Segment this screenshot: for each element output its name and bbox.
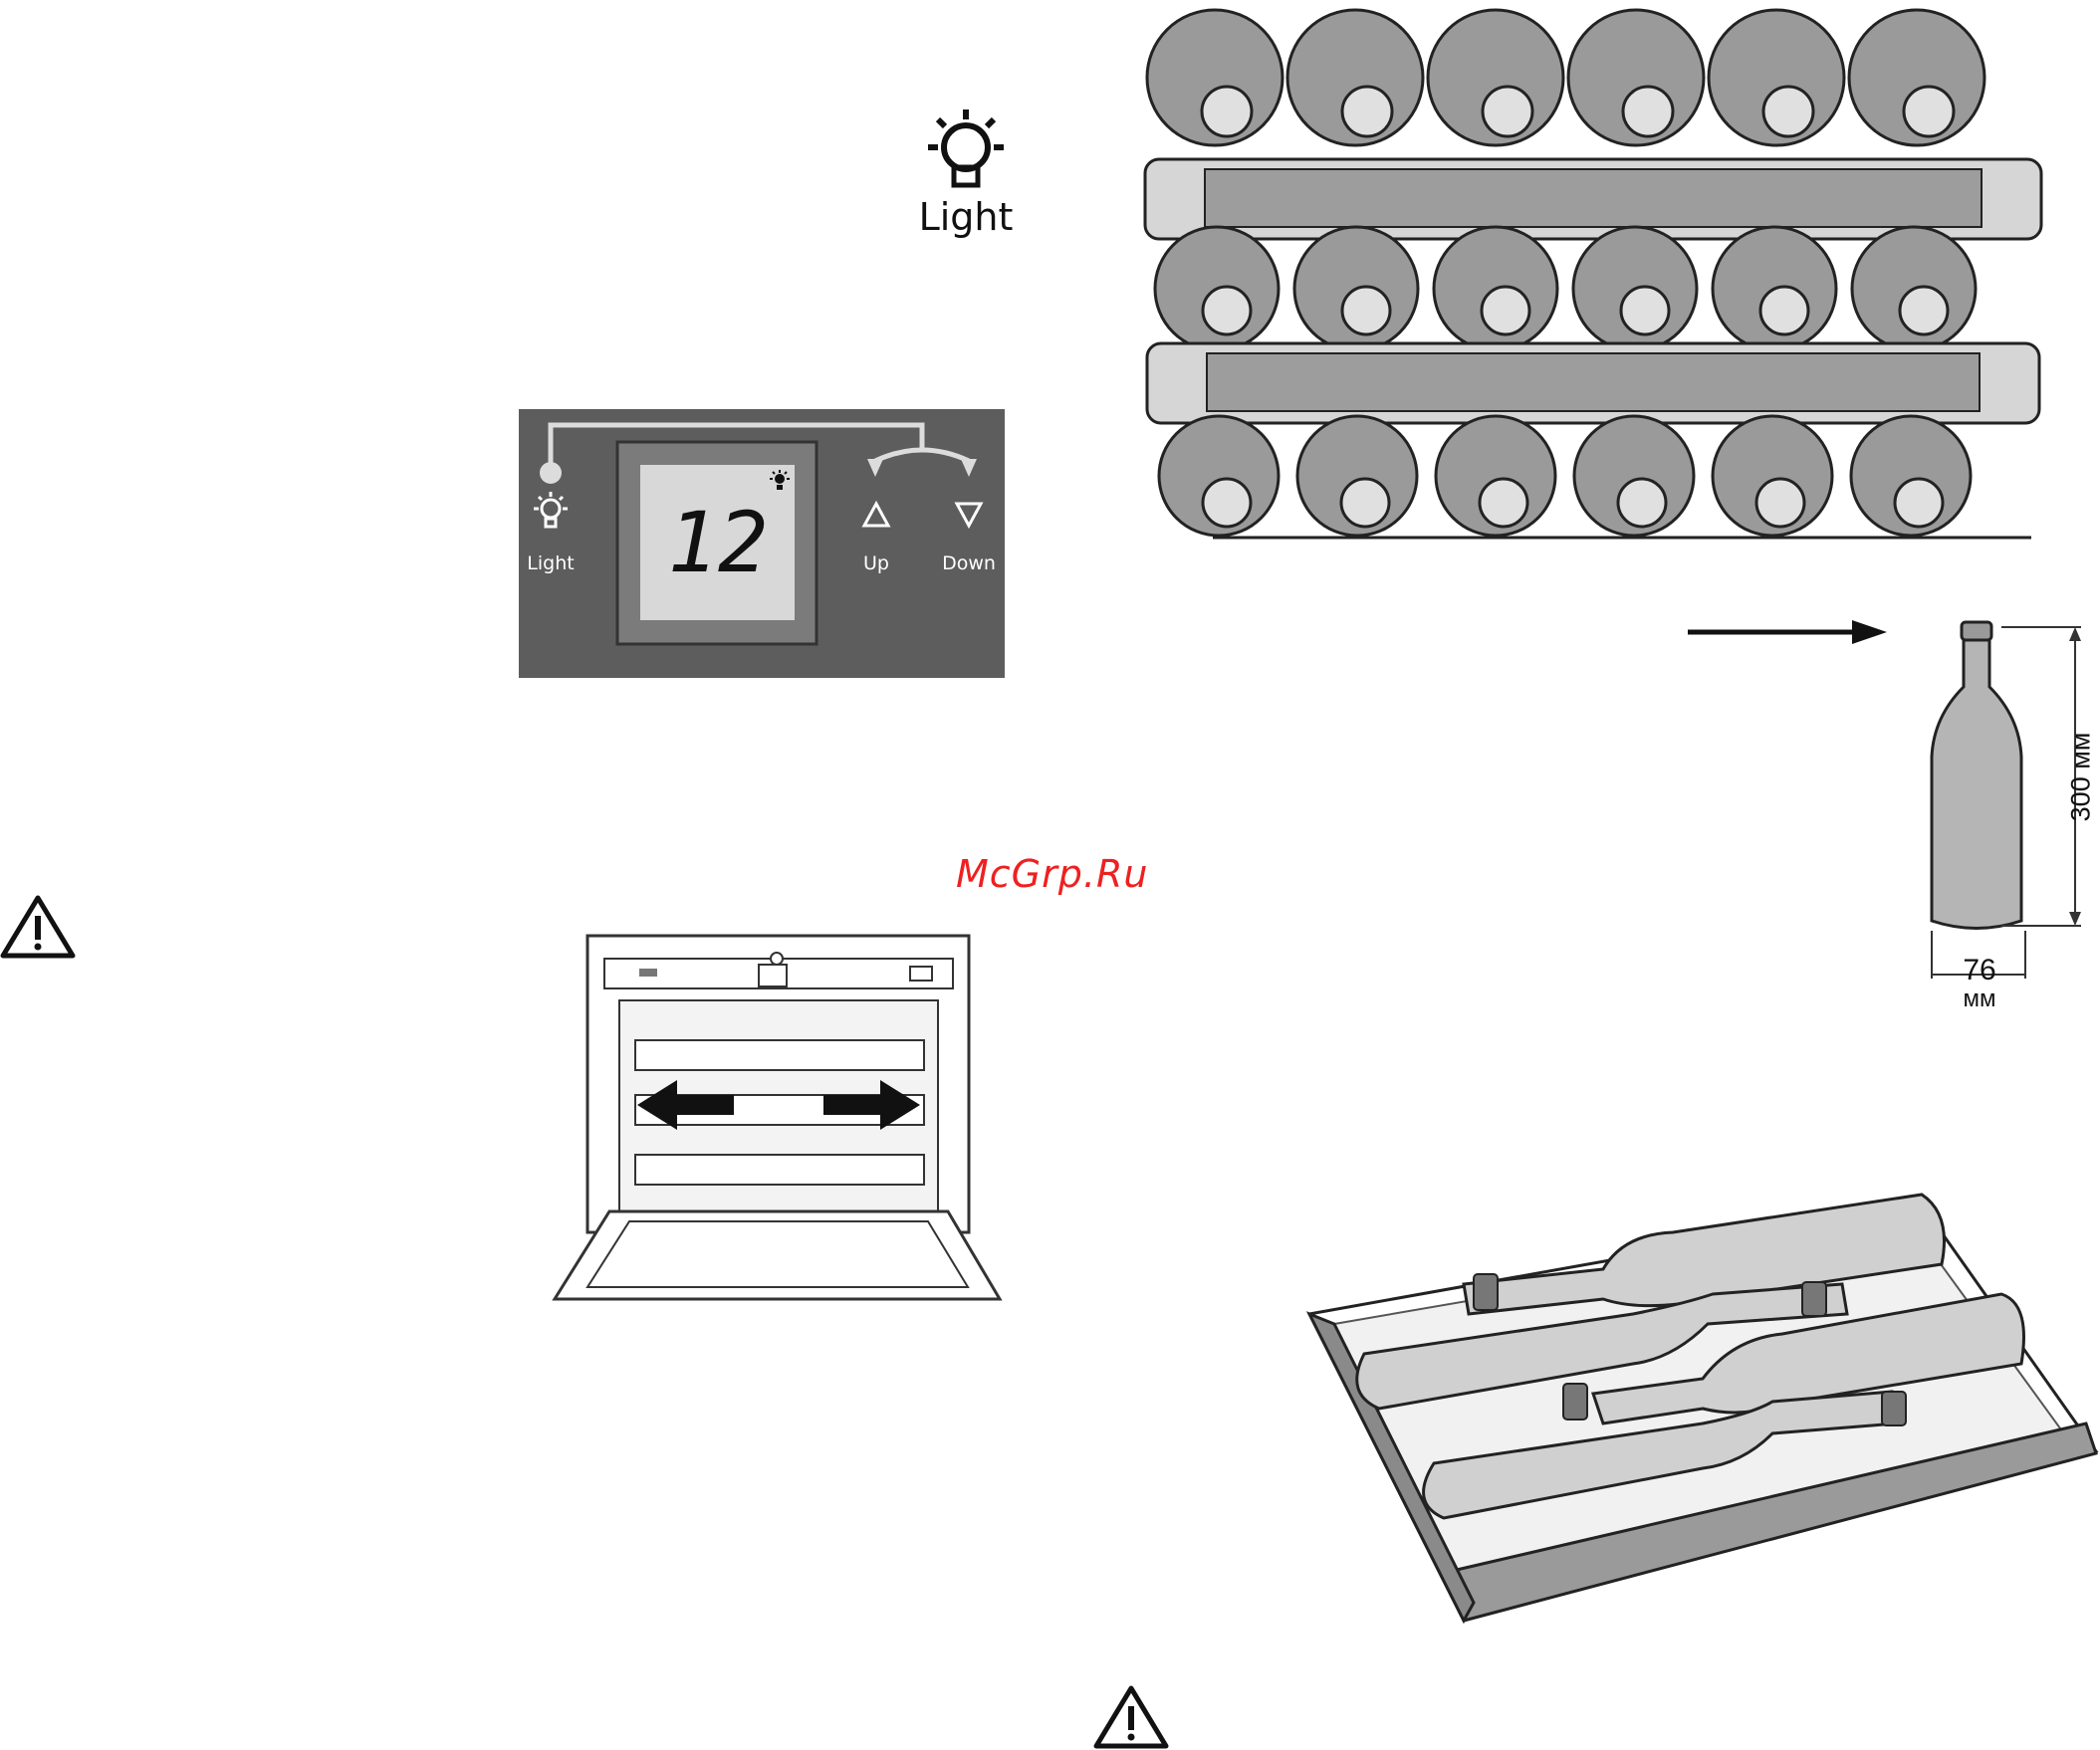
display-value: 12	[658, 493, 778, 592]
display-light-indicator-icon	[768, 469, 792, 493]
up-triangle-icon[interactable]	[861, 501, 891, 529]
height-dimension-label: 300 мм	[2066, 718, 2097, 837]
wine-rack-front-illustration	[1135, 0, 2061, 547]
wine-cabinet-shelf-illustration	[550, 931, 1008, 1304]
warning-triangle-icon	[1093, 1684, 1169, 1750]
width-dimension-number: 76	[1950, 954, 2009, 987]
watermark: McGrp.Ru	[956, 852, 1148, 896]
light-bulb-icon[interactable]	[529, 489, 573, 533]
wine-shelf-bottles-illustration	[1304, 1135, 2100, 1633]
arrow-right-icon	[1683, 617, 1892, 647]
control-panel: Light 12 Up Down	[519, 409, 1005, 678]
down-triangle-icon[interactable]	[954, 501, 984, 529]
up-label: Up	[831, 552, 921, 574]
width-dimension-unit: мм	[1950, 985, 2009, 1013]
light-label: Light	[901, 195, 1031, 239]
panel-light-label: Light	[506, 552, 595, 574]
down-label: Down	[924, 552, 1014, 574]
warning-triangle-icon	[0, 894, 76, 960]
